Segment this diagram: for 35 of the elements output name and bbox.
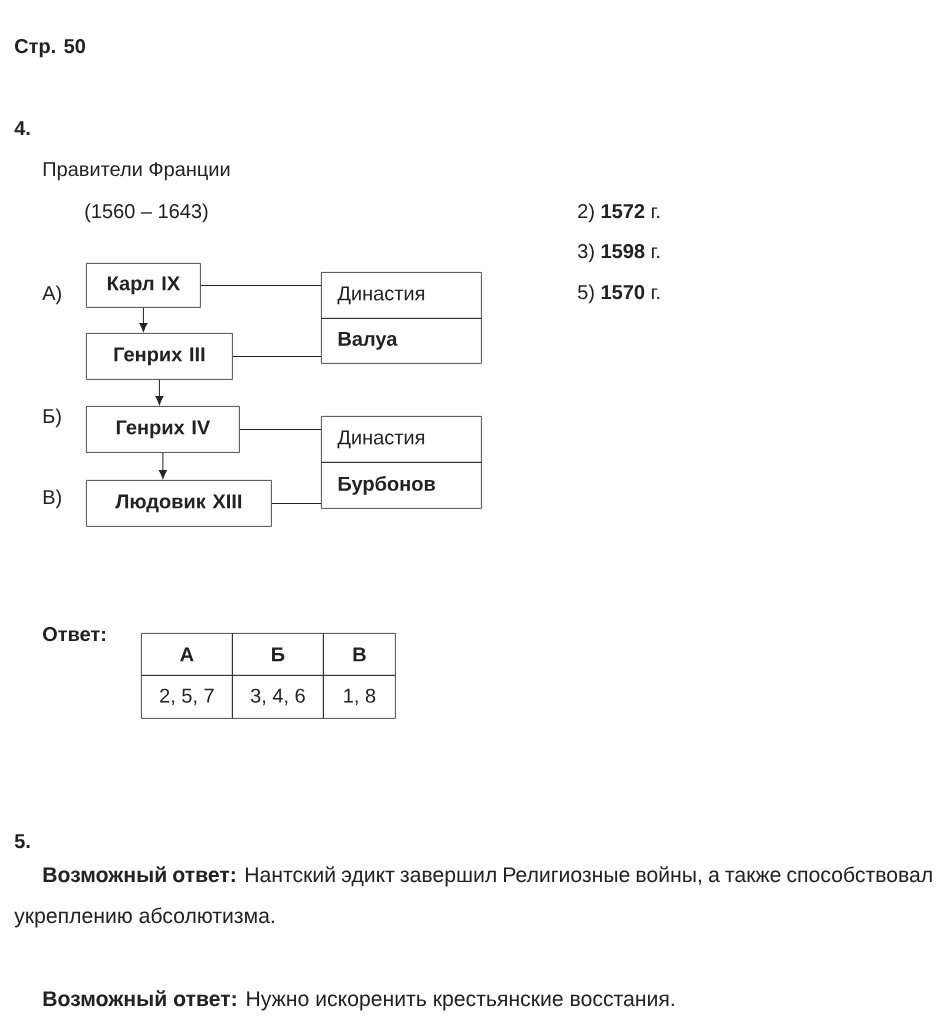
connector-line bbox=[232, 355, 322, 357]
connector-line bbox=[239, 428, 322, 430]
date-range: (1560 – 1643) bbox=[85, 203, 208, 223]
answer-item: 3) 1598 г. bbox=[577, 243, 660, 263]
paragraph: Возможный ответ: Нантский эдикт завершил Религиозные войны, а также способствовал укреплению абсолютизма. bbox=[14, 866, 932, 928]
table-cell: В bbox=[323, 633, 396, 676]
text-box: Династия bbox=[321, 272, 482, 319]
table-cell: 2, 5, 7 bbox=[141, 675, 233, 719]
text-box: Людовик XIII bbox=[86, 480, 272, 527]
answer-label: Ответ: bbox=[43, 627, 105, 642]
table-cell: 1, 8 bbox=[323, 675, 396, 719]
answer-item: 2) 1572 г. bbox=[578, 203, 660, 223]
row-letter: Б) bbox=[43, 408, 61, 428]
text-box: Бурбонов bbox=[321, 462, 482, 509]
answer-item: 5) 1570 г. bbox=[578, 284, 660, 304]
heading: Правители Франции bbox=[43, 162, 230, 181]
task-number: 4. bbox=[14, 121, 30, 135]
text-box: Карл IX bbox=[86, 263, 201, 308]
text-box: Генрих IV bbox=[86, 406, 240, 453]
table-cell: 3, 4, 6 bbox=[232, 675, 324, 719]
connector-line bbox=[200, 284, 322, 286]
row-letter: В) bbox=[43, 489, 61, 509]
connector-line bbox=[271, 502, 322, 504]
arrow bbox=[155, 379, 164, 405]
text-box: Генрих III bbox=[86, 333, 233, 380]
table-cell: А bbox=[141, 633, 233, 676]
page-number: Стр. 50 bbox=[15, 39, 86, 58]
text-box: Династия bbox=[321, 416, 482, 463]
table-cell: Б bbox=[232, 633, 324, 676]
task-number: 5. bbox=[14, 834, 30, 849]
text-box: Валуа bbox=[321, 318, 482, 364]
row-letter: А) bbox=[42, 285, 61, 305]
paragraph: Возможный ответ: Нужно искоренить крестьянские восстания. bbox=[43, 990, 674, 1011]
arrow bbox=[158, 452, 167, 479]
arrow bbox=[139, 307, 148, 332]
